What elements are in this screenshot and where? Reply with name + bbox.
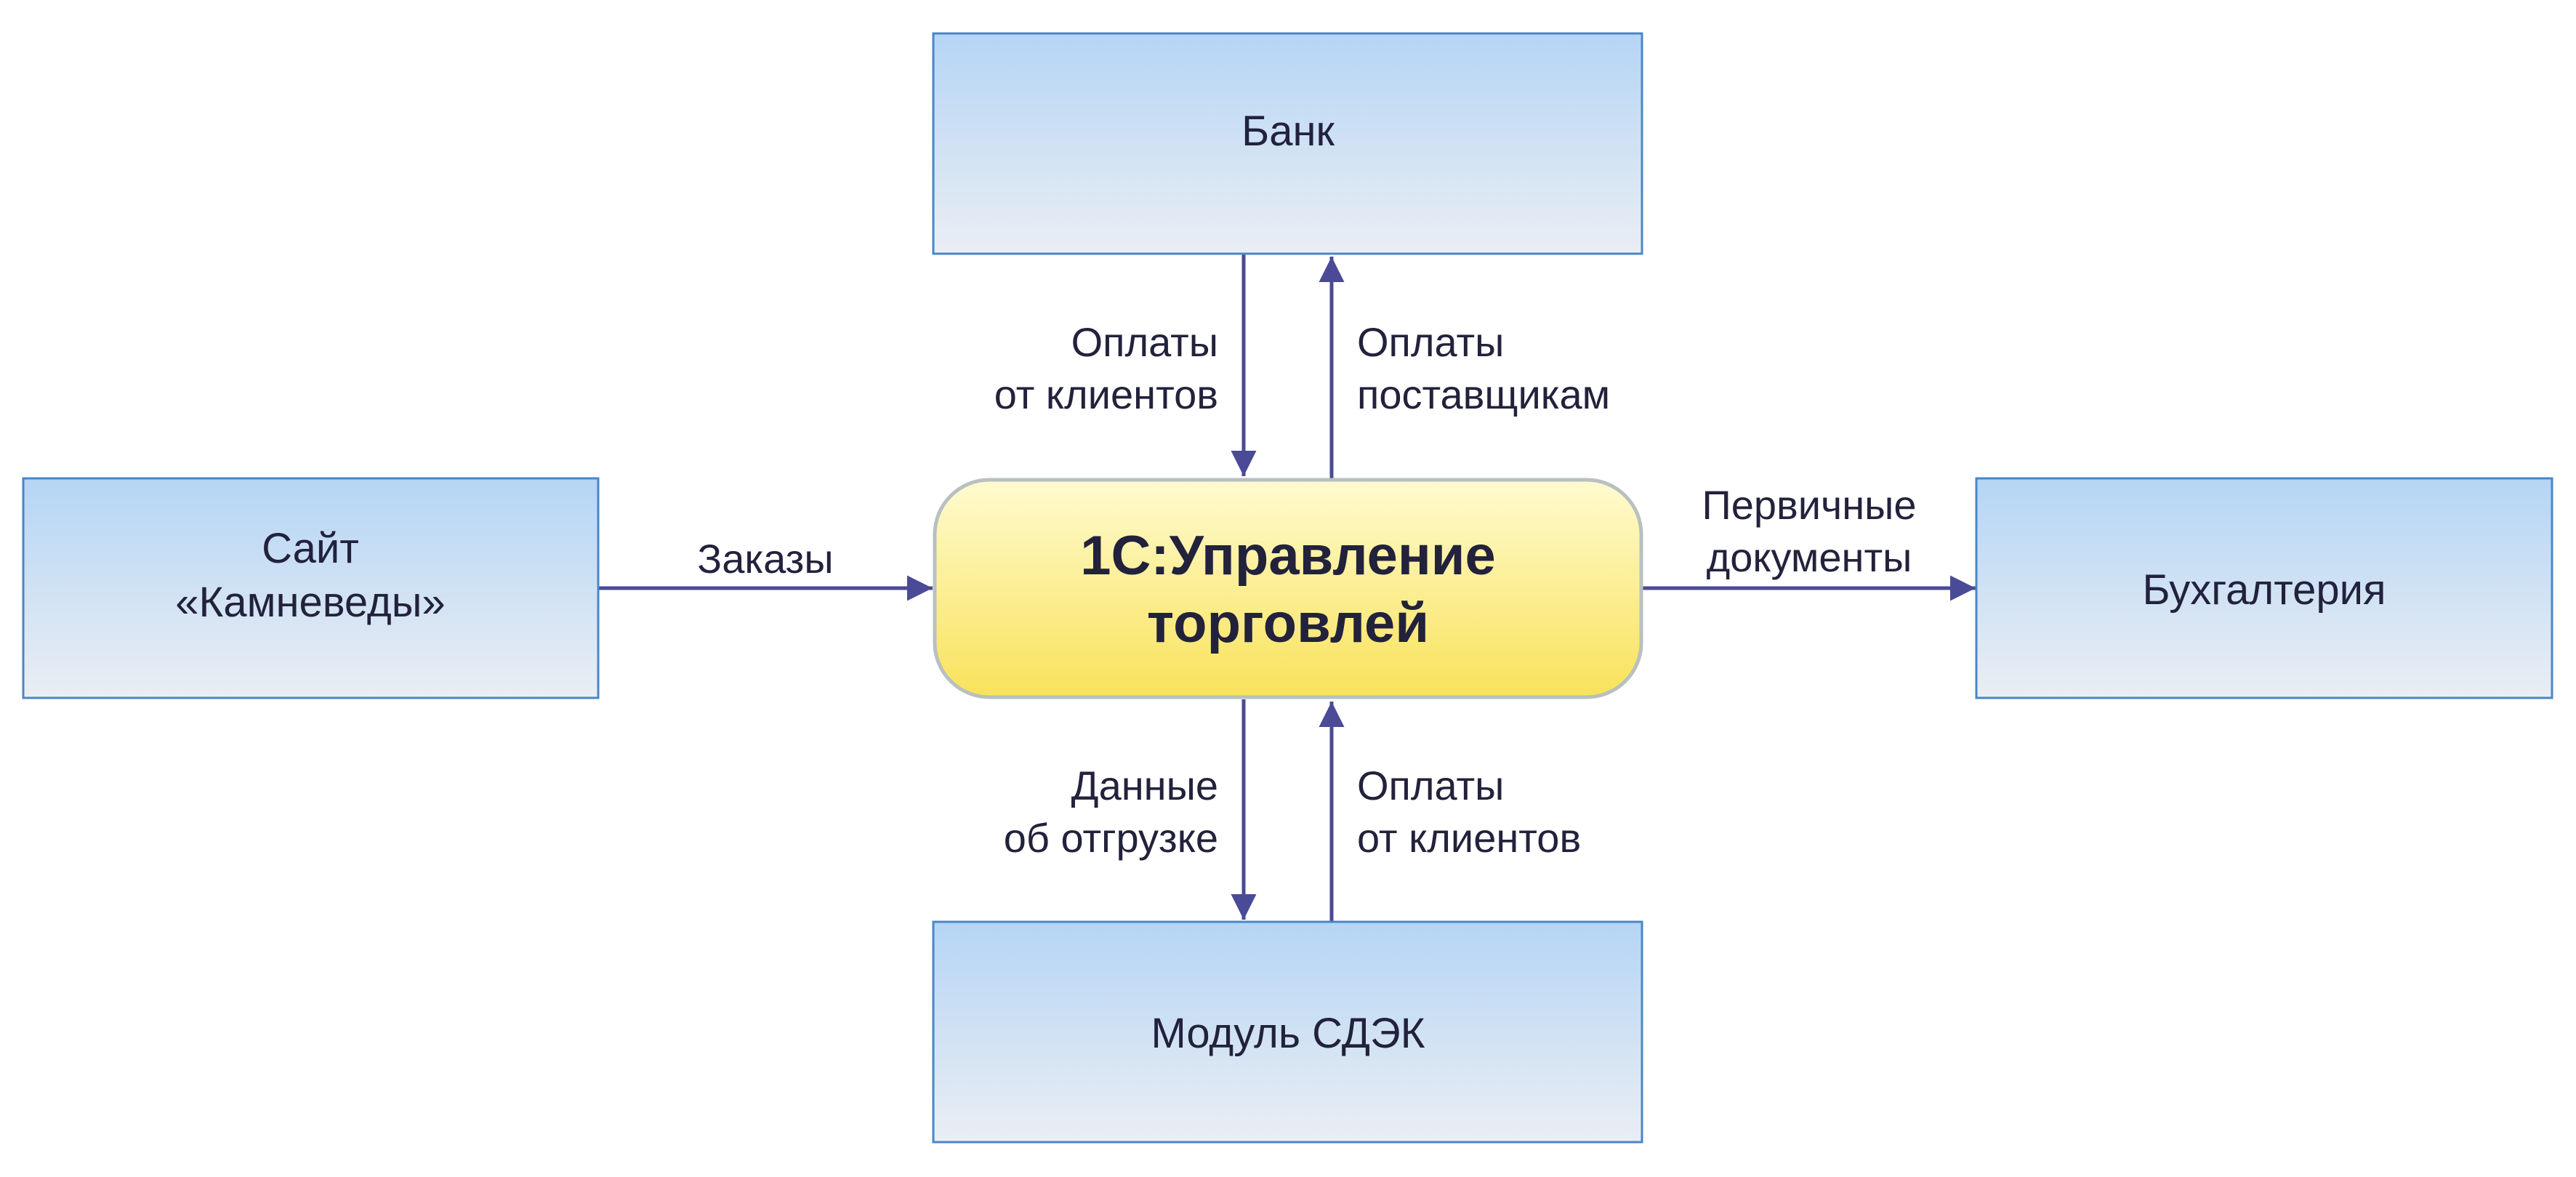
flow-label-cdek-to-center: Оплаты от клиентов [1357, 763, 1581, 861]
node-bank: Банк [932, 32, 1643, 255]
node-site: Сайт «Камневеды» [22, 477, 600, 699]
node-center-label-line-2: торговлей [1147, 592, 1429, 654]
flow-label-bank-to-center: Оплаты от клиентов [994, 319, 1218, 417]
node-bank-label: Банк [1241, 108, 1335, 155]
flow-label-center-to-cdek-line-2: об отгрузке [1004, 815, 1218, 861]
flow-label-cdek-to-center-line-2: от клиентов [1357, 815, 1581, 861]
flow-label-center-to-accounting: Первичные документы [1702, 482, 1916, 580]
arrows [598, 254, 1976, 923]
flow-label-center-to-cdek-line-1: Данные [1071, 763, 1218, 808]
flow-label-center-to-accounting-line-1: Первичные [1702, 482, 1916, 528]
node-site-label-line-2: «Камневеды» [175, 579, 445, 626]
flow-label-center-to-bank: Оплаты поставщикам [1357, 319, 1610, 417]
node-site-label-line-1: Сайт [262, 525, 359, 572]
flow-label-cdek-to-center-line-1: Оплаты [1357, 763, 1504, 808]
flow-label-bank-to-center-line-2: от клиентов [994, 371, 1218, 417]
flow-label-bank-to-center-line-1: Оплаты [1071, 319, 1218, 365]
node-cdek: Модуль СДЭК [932, 920, 1643, 1144]
node-cdek-label: Модуль СДЭК [1151, 1010, 1425, 1057]
node-cdek-label-line-1: Модуль СДЭК [1151, 1010, 1425, 1057]
flow-label-site-to-center: Заказы [697, 536, 833, 582]
node-site-label: Сайт «Камневеды» [175, 525, 445, 626]
flow-labels: Оплаты от клиентов Оплаты поставщикам Зака… [697, 319, 1916, 861]
flow-label-center-to-cdek: Данные об отгрузке [1004, 763, 1218, 861]
flow-label-site-to-center-line-1: Заказы [697, 536, 833, 582]
flow-label-center-to-accounting-line-2: документы [1707, 534, 1912, 580]
node-accounting: Бухгалтерия [1975, 477, 2553, 699]
node-accounting-label-line-1: Бухгалтерия [2142, 566, 2386, 614]
flow-label-center-to-bank-line-1: Оплаты [1357, 319, 1504, 365]
flow-label-center-to-bank-line-2: поставщикам [1357, 371, 1610, 417]
node-accounting-label: Бухгалтерия [2142, 566, 2386, 614]
node-center-label-line-1: 1С:Управление [1080, 525, 1496, 587]
node-bank-label-line-1: Банк [1241, 108, 1335, 155]
